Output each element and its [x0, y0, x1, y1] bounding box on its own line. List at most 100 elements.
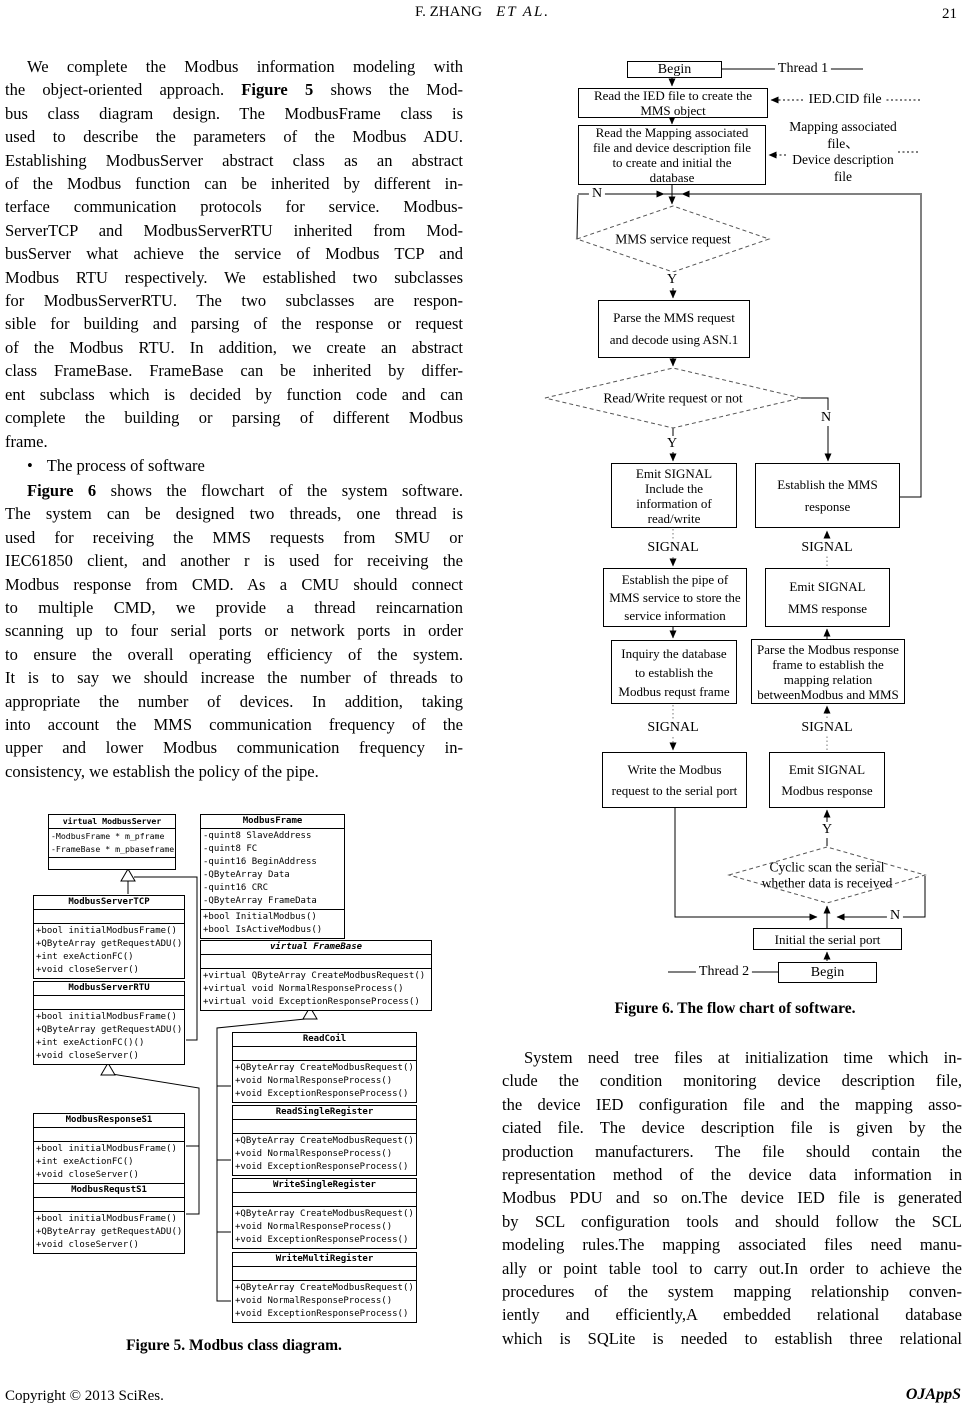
class-attributes — [34, 1128, 184, 1142]
text-run: procedures of the system mapping relatio… — [502, 1282, 962, 1302]
footer-copyright: Copyright © 2013 SciRes. — [5, 1388, 164, 1404]
class-method: +QByteArray CreateModbusRequest() — [235, 1209, 414, 1219]
class-method: +void NormalResponseProcess() — [235, 1149, 393, 1159]
class-methods: +bool initialModbusFrame()+int exeAction… — [34, 1142, 184, 1183]
flowchart-label-branch-y-readwrite: Y — [663, 436, 681, 452]
decision-text-line: MMS service request — [615, 231, 731, 247]
class-methods: +bool initialModbusFrame()+QByteArray ge… — [34, 1212, 184, 1253]
figure5-caption: Figure 5. Modbus class diagram. — [126, 1337, 342, 1354]
text-line: production manufacturers. The file shoul… — [502, 1140, 962, 1163]
class-title: WriteMultiRegister — [233, 1253, 416, 1267]
class-attribute: -quint16 BeginAddress — [203, 857, 317, 867]
text-line: used for receiving the MMS requests from… — [5, 526, 463, 549]
text-run: ent subclass which is decided by functio… — [5, 384, 463, 404]
class-modbus-frame: ModbusFrame-quint8 SlaveAddress-quint8 F… — [200, 814, 345, 939]
text-run: of the Modbus function can be inherited … — [5, 174, 463, 194]
decision-text-line: whether data is received — [761, 875, 893, 890]
flowchart-label-thread-1: Thread 1 — [774, 61, 832, 77]
class-method: +void closeServer() — [36, 1240, 139, 1250]
class-methods: +QByteArray CreateModbusRequest() +void N… — [233, 1207, 416, 1248]
text-run: by SCL configuration tools and should fo… — [502, 1211, 962, 1231]
text-run: modeling rules.The mapping associated fi… — [502, 1235, 962, 1255]
text-run: Modbus RTU respectively. We established … — [5, 267, 463, 287]
text-line: Establishing ModbusServer abstract class… — [5, 149, 463, 172]
text-run: of the Modbus RTU. In addition, we creat… — [5, 337, 463, 357]
flowchart-label-signal-left-1: SIGNAL — [644, 540, 702, 556]
class-method: +void ExceptionResponseProcess() — [235, 1309, 409, 1319]
step-text-line: MMS response — [787, 600, 868, 616]
text-line: procedures of the system mapping relatio… — [502, 1280, 962, 1303]
text-run: the device IED configuration file and th… — [502, 1094, 962, 1114]
class-write-multi-register: WriteMultiRegister+QByteArray CreateModb… — [232, 1252, 417, 1323]
class-method: +void NormalResponseProcess() — [235, 1222, 393, 1232]
class-method: +void NormalResponseProcess() — [235, 1076, 393, 1086]
text-line: frame. — [5, 430, 463, 453]
flowchart-label-branch-n-mms: N — [588, 186, 606, 202]
text-run: complete the building or parsing of diff… — [5, 408, 463, 428]
bullet-text: The process of software — [46, 455, 205, 475]
step-text-line: Parse the MMS request — [613, 310, 735, 325]
step-text-line: service information — [624, 607, 726, 623]
class-methods: +virtual QByteArray CreateModbusRequest(… — [201, 969, 431, 1010]
step-text-line: Initial the serial port — [774, 931, 881, 947]
flowchart-step-begin-thread2: Begin — [778, 962, 877, 983]
text-run: Modbus response from CMD. As a CMU shoul… — [5, 574, 463, 594]
text-line: clude the condition monitoring device de… — [502, 1069, 962, 1092]
step-text-line: MMS object — [640, 103, 706, 118]
step-text-line: to establish the — [635, 664, 713, 680]
text-line: Modbus PDU and so on.The device IED file… — [502, 1186, 962, 1209]
class-method: +void closeServer() — [36, 1051, 139, 1061]
class-methods: +QByteArray CreateModbusRequest()+void N… — [233, 1061, 416, 1102]
label-text-line: file、 — [827, 135, 859, 151]
text-run: representation method of the device data… — [502, 1165, 962, 1185]
class-method: +void ExceptionResponseProcess() — [235, 1162, 409, 1172]
text-run: busServer what achieve the service of Mo… — [5, 244, 463, 264]
class-attribute: -quint16 CRC — [203, 883, 269, 893]
text-line: We complete the Modbus information model… — [5, 55, 463, 78]
text-run: used to describe the parameters of the M… — [5, 127, 463, 147]
step-text-line: Emit SIGNAL — [788, 762, 866, 777]
text-line: consistency, we establish the policy of … — [5, 760, 463, 783]
bullet-item: • The process of software — [5, 454, 463, 477]
text-run: shows the Mod- — [313, 80, 463, 100]
step-text-line: Include the — [644, 480, 704, 496]
flowchart-label-branch-y-cyclic: Y — [818, 822, 836, 838]
class-attributes — [233, 1193, 416, 1207]
text-line: Figure 6 shows the flowchart of the syst… — [5, 479, 463, 502]
flowchart-step-begin-thread1: Begin — [627, 61, 722, 78]
class-attributes — [34, 996, 184, 1010]
text-run: The system can be designed two threads, … — [5, 504, 463, 524]
text-line: It is to say we should increase the numb… — [5, 666, 463, 689]
text-run: clude the condition monitoring device de… — [502, 1071, 962, 1091]
paragraph-modbus-modeling: We complete the Modbus information model… — [5, 55, 463, 453]
text-line: System need tree files at initialization… — [502, 1046, 962, 1069]
left-column: We complete the Modbus information model… — [5, 55, 463, 783]
text-run: bus class diagram design. The ModbusFram… — [5, 103, 463, 123]
text-run: which is SQLite is needed to establish t… — [502, 1328, 962, 1348]
text-run: It is to say we should increase the numb… — [5, 668, 463, 688]
class-method: +int exeActionFC()() — [36, 1038, 145, 1048]
step-text-line: Emit SIGNAL — [789, 578, 866, 594]
text-run: terface communication protocols for serv… — [5, 197, 463, 217]
text-line: used to describe the parameters of the M… — [5, 125, 463, 148]
bullet-icon: • — [27, 455, 33, 475]
text-line: complete the building or parsing of diff… — [5, 406, 463, 429]
label-text-line: Mapping associated — [789, 119, 897, 134]
step-text-line: read/write — [647, 510, 701, 526]
flowchart-step-emit-signal-mms-response: Emit SIGNAL MMS response — [765, 568, 890, 627]
class-method: +void closeServer() — [36, 1170, 139, 1180]
text-line: to multiple CMD, we provide a thread rei… — [5, 596, 463, 619]
text-line: terface communication protocols for serv… — [5, 195, 463, 218]
text-run: IEC61850 client, and another r is used f… — [5, 551, 463, 571]
text-run: Modbus PDU and so on.The device IED file… — [502, 1188, 962, 1208]
class-method: +virtual void ExceptionResponseProcess() — [203, 997, 420, 1007]
step-text-line: information of — [636, 495, 712, 511]
